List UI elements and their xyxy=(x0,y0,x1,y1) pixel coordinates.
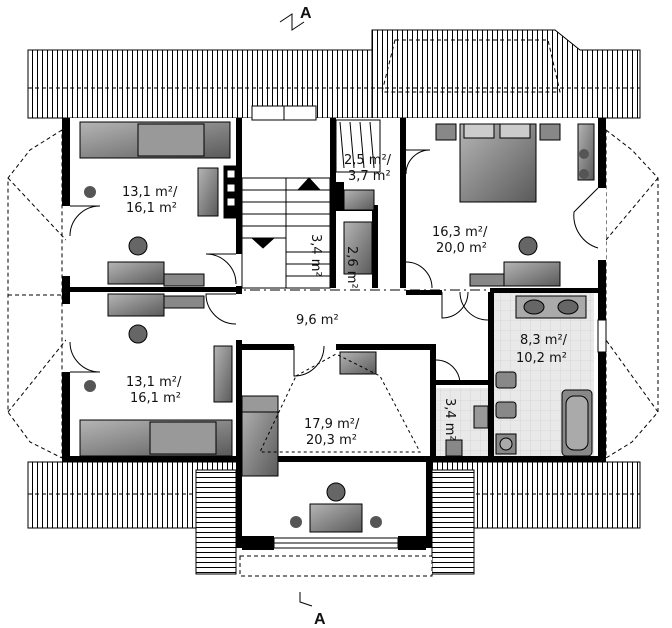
svg-text:20,3 m²: 20,3 m² xyxy=(306,433,357,448)
furniture xyxy=(79,121,595,533)
closet-label: 2,5 m²/ 3,7 m² xyxy=(344,153,392,184)
master-bedroom-label: 16,3 m²/ 20,0 m² xyxy=(432,225,488,256)
storage-label: 2,6 m² xyxy=(344,246,359,289)
svg-text:16,3 m²/: 16,3 m²/ xyxy=(432,225,488,240)
svg-text:16,1 m²: 16,1 m² xyxy=(126,201,177,216)
room-bottom-left-label: 13,1 m²/ 16,1 m² xyxy=(126,375,182,406)
svg-text:17,9 m²/: 17,9 m²/ xyxy=(304,417,360,432)
bottom-room-label: 17,9 m²/ 20,3 m² xyxy=(304,417,360,448)
svg-text:13,1 m²/: 13,1 m²/ xyxy=(122,185,178,200)
svg-text:13,1 m²/: 13,1 m²/ xyxy=(126,375,182,390)
section-label-top: A xyxy=(300,5,312,22)
walls xyxy=(62,118,606,550)
svg-text:10,2 m²: 10,2 m² xyxy=(516,351,567,366)
section-label-bottom: A xyxy=(314,611,326,628)
bath-label: 8,3 m²/ 10,2 m² xyxy=(516,333,568,366)
section-line xyxy=(70,13,598,607)
staircase xyxy=(223,165,331,289)
svg-text:3,7 m²: 3,7 m² xyxy=(348,169,391,184)
svg-text:16,1 m²: 16,1 m² xyxy=(130,391,181,406)
door-swings xyxy=(69,149,599,385)
svg-text:8,3 m²/: 8,3 m²/ xyxy=(520,333,568,348)
plants xyxy=(84,149,589,528)
wc-label: 3,4 m² xyxy=(442,398,457,441)
roof-top xyxy=(27,29,641,119)
closet-rails xyxy=(335,119,381,173)
room-top-left-label: 13,1 m²/ 16,1 m² xyxy=(122,185,178,216)
svg-text:2,5 m²/: 2,5 m²/ xyxy=(344,153,392,168)
stair-hall-label: 3,4 m² xyxy=(308,234,323,277)
hall-label: 9,6 m² xyxy=(296,313,339,328)
svg-text:20,0 m²: 20,0 m² xyxy=(436,241,487,256)
